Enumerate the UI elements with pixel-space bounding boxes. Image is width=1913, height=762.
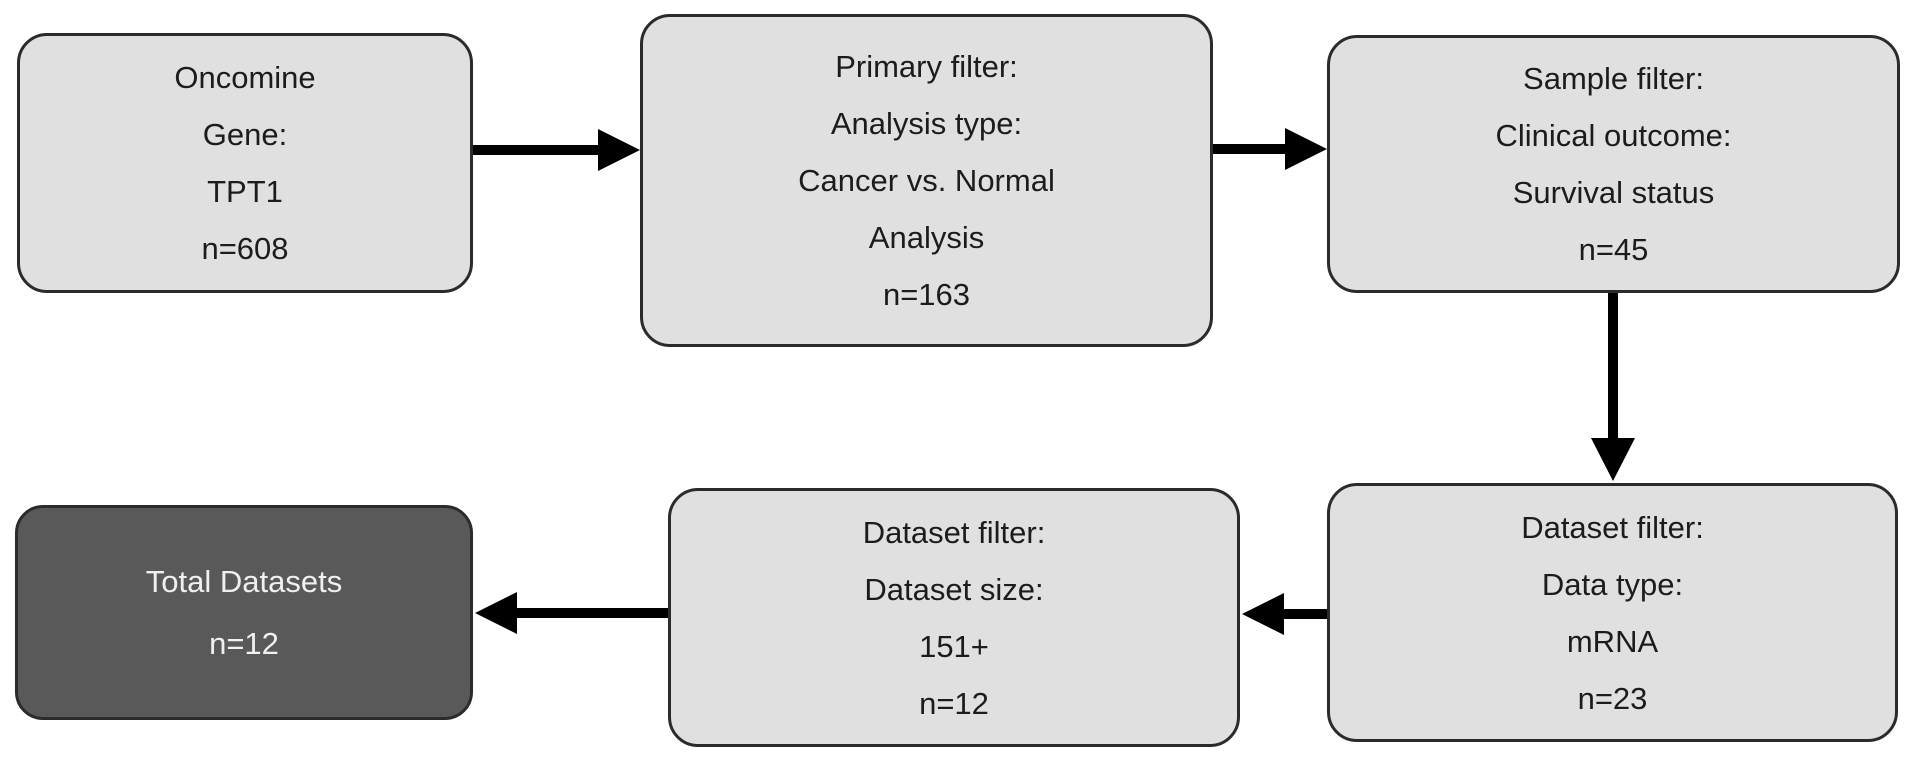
node-text-line: Clinical outcome:	[1495, 118, 1732, 153]
node-text-line: Oncomine	[174, 60, 316, 95]
arrow-oncomine-to-primary-filter-shaft	[473, 145, 600, 155]
node-sample-filter: Sample filter: Clinical outcome: Surviva…	[1327, 35, 1900, 293]
node-text-line: Survival status	[1512, 175, 1715, 210]
node-text-line: TPT1	[207, 174, 283, 209]
node-total-datasets: Total Datasets n=12	[15, 505, 473, 720]
arrow-left-icon	[475, 592, 517, 634]
node-text-line: Dataset filter:	[1521, 509, 1704, 545]
node-text-line: n=163	[882, 277, 971, 312]
arrow-dataset-size-to-total-shaft	[517, 608, 668, 618]
arrow-left-icon	[1242, 593, 1284, 635]
node-data-type-filter: Dataset filter: Data type: mRNA n=23	[1327, 483, 1898, 742]
node-text-line: n=23	[1577, 680, 1648, 716]
node-primary-filter: Primary filter: Analysis type: Cancer vs…	[640, 14, 1213, 347]
node-text-line: mRNA	[1566, 623, 1659, 659]
node-text-line: Dataset filter:	[862, 514, 1046, 550]
node-text-line: n=608	[201, 231, 289, 266]
arrow-down-icon	[1591, 438, 1635, 481]
arrow-primary-filter-to-sample-filter-shaft	[1213, 144, 1288, 154]
node-text-line: 151+	[919, 628, 989, 664]
node-dataset-size-filter: Dataset filter: Dataset size: 151+ n=12	[668, 488, 1240, 747]
arrow-data-type-to-dataset-size-shaft	[1284, 609, 1327, 619]
arrow-right-icon	[598, 129, 640, 171]
node-text-line: Gene:	[202, 117, 288, 152]
node-text-line: n=12	[919, 685, 989, 721]
node-text-line: n=12	[209, 625, 279, 661]
node-text-line: Total Datasets	[145, 563, 343, 599]
node-text-line: n=45	[1578, 232, 1649, 267]
node-oncomine-gene: Oncomine Gene: TPT1 n=608	[17, 33, 473, 293]
node-text-line: Dataset size:	[864, 571, 1044, 607]
node-text-line: Data type:	[1541, 566, 1684, 602]
node-text-line: Sample filter:	[1523, 61, 1704, 96]
arrow-right-icon	[1285, 128, 1327, 170]
node-text-line: Cancer vs. Normal	[798, 163, 1055, 198]
node-text-line: Analysis	[868, 220, 985, 255]
node-text-line: Analysis type:	[830, 106, 1023, 141]
node-text-line: Primary filter:	[835, 49, 1018, 84]
arrow-sample-filter-to-data-type-shaft	[1608, 293, 1618, 440]
